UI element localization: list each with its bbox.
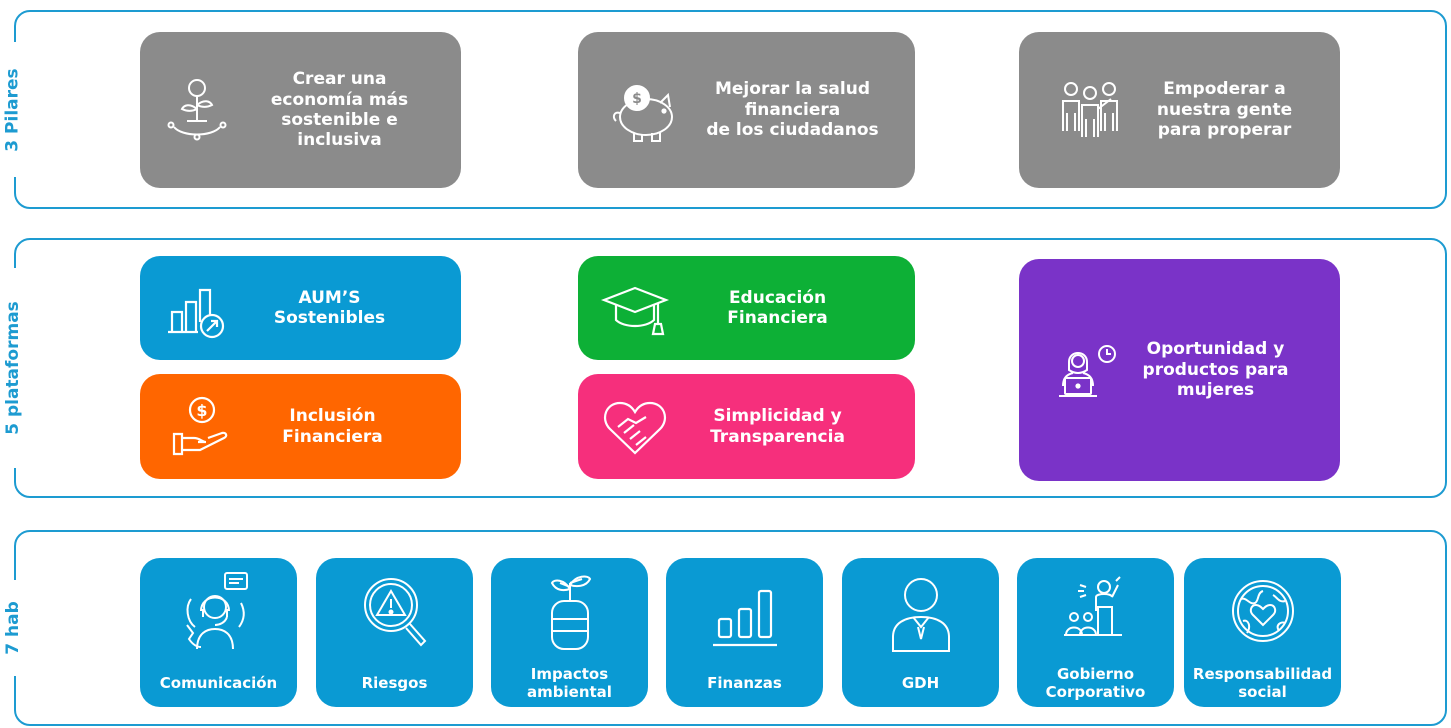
hab-card-impactos: Impactos ambiental (491, 558, 648, 707)
person-tie-icon (891, 578, 950, 652)
platform-card-simplicidad: Simplicidad y Transparencia (578, 374, 915, 479)
hab-label: Responsabilidad social (1192, 664, 1333, 701)
piggy-bank-icon: $ (612, 85, 673, 142)
platform-label: Oportunidad y productos para mujeres (1142, 339, 1289, 401)
globe-heart-icon (1231, 580, 1294, 642)
platform-label: Inclusión Financiera (282, 406, 383, 447)
hab-card-gobierno: Gobierno Corporativo (1017, 558, 1174, 707)
team-icon (1062, 82, 1118, 137)
hand-coin-icon: $ (172, 396, 228, 455)
svg-text:$: $ (632, 91, 642, 107)
section-label-plataformas: 5 plataformas (0, 268, 26, 468)
hab-label: Riesgos (361, 673, 428, 692)
hab-label: GDH (901, 673, 940, 692)
hab-card-responsabilidad: Responsabilidad social (1184, 558, 1341, 707)
pillar-card-salud-financiera: $ Mejorar la salud financiera de los ciu… (578, 32, 915, 188)
growth-chart-icon (168, 288, 225, 339)
hab-card-gdh: GDH (842, 558, 999, 707)
platform-card-mujeres: Oportunidad y productos para mujeres (1019, 259, 1340, 481)
hab-card-comunicacion: Comunicación (140, 558, 297, 707)
pillar-card-empoderar: Empoderar a nuestra gente para properar (1019, 32, 1340, 188)
plant-coin-icon (167, 79, 227, 141)
bar-chart-icon (712, 589, 777, 647)
hab-label: Gobierno Corporativo (1045, 664, 1146, 701)
plant-pot-icon (550, 575, 591, 650)
handshake-heart-icon (603, 401, 667, 455)
platform-card-inclusion: $ Inclusión Financiera (140, 374, 461, 479)
woman-laptop-icon (1059, 345, 1116, 397)
hab-card-finanzas: Finanzas (666, 558, 823, 707)
call-agent-icon (185, 572, 248, 650)
pillar-card-economia: Crear una economía más sostenible e incl… (140, 32, 461, 188)
hab-label: Finanzas (707, 673, 782, 692)
pillar-label: Crear una economía más sostenible e incl… (270, 69, 409, 151)
pillar-label: Empoderar a nuestra gente para properar (1156, 79, 1293, 141)
section-label-pilares: 3 Pilares (0, 42, 26, 177)
platform-card-educacion: Educación Financiera (578, 256, 915, 360)
platform-label: Educación Financiera (727, 287, 828, 328)
platform-card-aums: AUM’S Sostenibles (140, 256, 461, 360)
svg-text:$: $ (196, 401, 207, 420)
speaker-audience-icon (1063, 576, 1122, 636)
platform-label: AUM’S Sostenibles (273, 287, 386, 328)
platform-label: Simplicidad y Transparencia (710, 406, 845, 447)
hab-label: Impactos ambiental (527, 664, 612, 701)
hab-card-riesgos: Riesgos (316, 558, 473, 707)
pillar-label: Mejorar la salud financiera de los ciuda… (706, 79, 879, 141)
risk-magnifier-icon (363, 578, 426, 647)
section-label-habs: 7 hab (0, 580, 26, 676)
graduation-cap-icon (600, 286, 670, 336)
hab-label: Comunicación (159, 673, 278, 692)
